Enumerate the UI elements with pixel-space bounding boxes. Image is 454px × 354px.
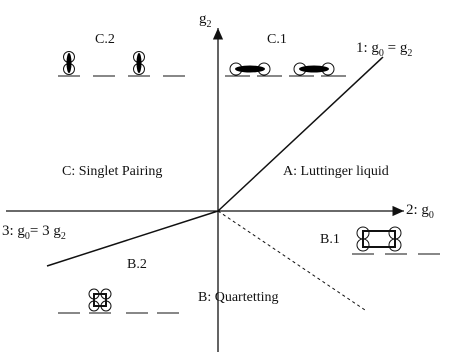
b1-illustration <box>352 226 440 255</box>
boundary-line-3 <box>46 210 219 267</box>
region-b-label: B: Quartetting <box>198 290 279 305</box>
region-c1-label: C.1 <box>267 32 287 47</box>
region-b1-label: B.1 <box>320 232 340 247</box>
g2-axis-label: g2 <box>199 11 212 30</box>
region-a-label: A: Luttinger liquid <box>283 164 389 179</box>
c2-illustration <box>58 51 185 77</box>
line3-label: 3: g0= 3 g2 <box>2 223 66 242</box>
line1-label: 1: g0 = g2 <box>356 40 412 59</box>
b2-illustration <box>58 288 179 314</box>
region-c-label: C: Singlet Pairing <box>62 164 162 179</box>
region-b2-label: B.2 <box>127 257 147 272</box>
g0-axis-label: 2: g0 <box>406 202 434 221</box>
c1-illustration <box>225 62 346 77</box>
boundary-line-1 <box>217 56 384 212</box>
region-c2-label: C.2 <box>95 32 115 47</box>
